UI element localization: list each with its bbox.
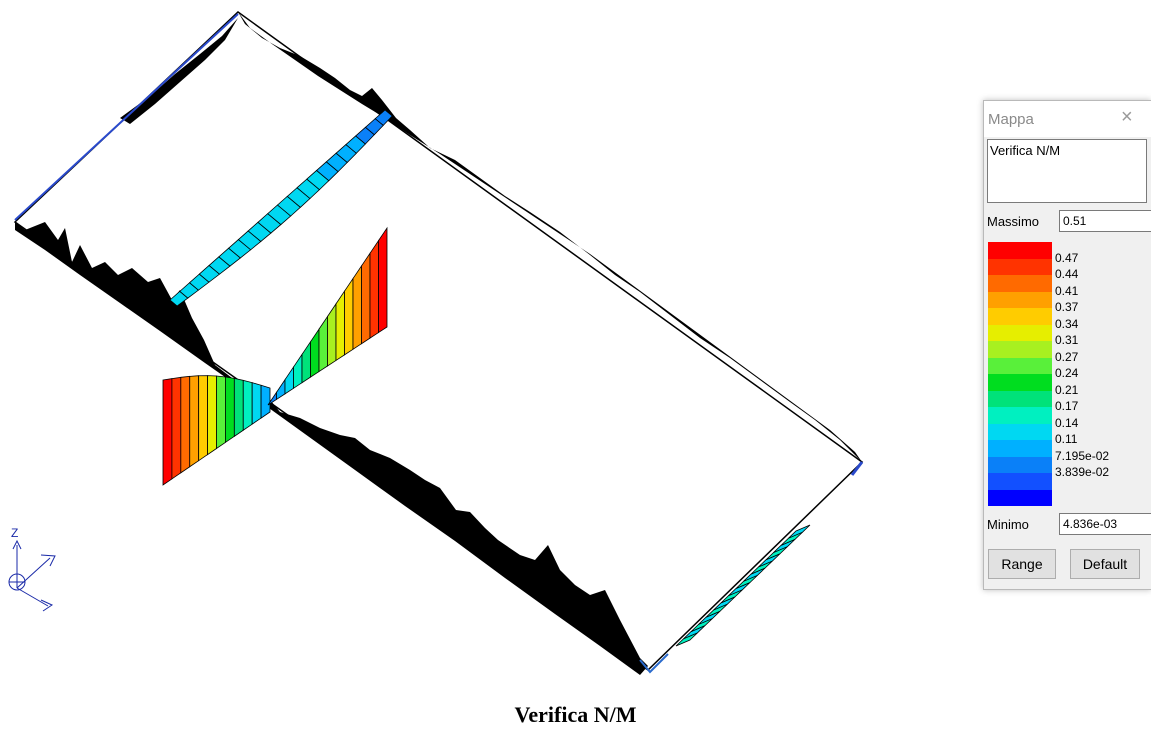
corner-strip <box>788 524 811 539</box>
plate-edge-right <box>850 461 864 476</box>
scale-band <box>988 341 1052 358</box>
diagram-strip-left <box>171 376 182 480</box>
corner-strip <box>773 539 796 553</box>
diagram-strip-right <box>301 340 311 384</box>
scale-value: 0.11 <box>1055 432 1078 446</box>
plate-edge-left <box>14 13 239 221</box>
scale-value: 0.47 <box>1055 250 1079 265</box>
diagram-strip-left <box>242 379 253 432</box>
min-value-field[interactable] <box>1059 513 1151 535</box>
scale-value: 7.195e-02 <box>1055 448 1110 463</box>
diagram-strip-right <box>318 315 328 373</box>
panel-title: Mappa <box>988 111 1034 128</box>
diagram-strip-right <box>378 226 388 334</box>
scale-value: 0.37 <box>1055 300 1079 314</box>
scale-value: 0.31 <box>1055 333 1079 347</box>
scale-value: 0.34 <box>1055 316 1079 331</box>
map-caption: Verifica N/M <box>514 702 637 727</box>
diagram-strip-left <box>162 378 173 486</box>
scale-band <box>988 308 1052 325</box>
moment-diagram-right <box>267 226 388 406</box>
diagram-strip-right <box>361 251 371 345</box>
min-label: Minimo <box>987 517 1029 532</box>
diagram-strip-left <box>260 384 271 419</box>
diagram-strip-left <box>189 375 200 468</box>
scale-band <box>988 291 1052 308</box>
diagram-strip-right <box>327 302 337 367</box>
max-label: Massimo <box>987 214 1040 229</box>
scale-band <box>988 440 1052 457</box>
close-icon[interactable]: × <box>1121 106 1133 128</box>
corner-strip <box>780 531 803 546</box>
scale-band <box>988 456 1052 473</box>
diagram-strip-left <box>180 375 191 474</box>
scale-value: 0.17 <box>1055 399 1079 413</box>
plate-corner-bottom <box>639 653 669 674</box>
deformation-fill-left-edge <box>15 222 648 675</box>
scale-value: 0.27 <box>1055 349 1079 364</box>
diagram-strip-left <box>207 375 217 456</box>
ribbon-strip <box>374 109 393 126</box>
color-scale: 0.47 0.44 0.41 0.37 0.34 0.31 0.27 0.24 0.21 0.17… <box>984 239 1151 506</box>
diagram-strip-left <box>225 376 235 444</box>
diagram-strip-right <box>293 353 303 390</box>
scale-band <box>988 407 1052 424</box>
diagram-strip-left <box>233 377 244 438</box>
legend-panel: Mappa × Verifica N/M Massimo 0.470.440.4… <box>983 100 1151 590</box>
moment-diagram-left <box>162 375 271 486</box>
diagram-strip-right <box>335 289 345 362</box>
structure-drawing: Z <box>8 11 864 675</box>
diagram-strip-right <box>276 378 286 401</box>
scale-band <box>988 374 1052 391</box>
corner-stripes <box>675 524 811 647</box>
diagram-strip-right <box>284 365 294 395</box>
scale-band <box>988 357 1052 374</box>
scale-band <box>988 489 1052 506</box>
diagram-strip-left <box>216 375 226 450</box>
scale-band <box>988 390 1052 407</box>
map-name-box[interactable]: Verifica N/M <box>987 139 1147 203</box>
diagram-strip-right <box>352 264 362 351</box>
scale-value: 0.44 <box>1055 267 1079 281</box>
structure-viewport[interactable]: Z <box>0 0 960 700</box>
scale-value: 0.21 <box>1055 382 1079 397</box>
scale-band <box>988 275 1052 292</box>
scale-band <box>988 423 1052 440</box>
axes-triad <box>8 539 56 612</box>
scale-value: 0.24 <box>1055 366 1079 380</box>
scale-band <box>988 473 1052 490</box>
diagram-strip-left <box>251 382 262 425</box>
diagram-strip-left <box>198 375 208 462</box>
axis-label-z: Z <box>11 526 18 540</box>
scale-value: 0.41 <box>1055 283 1079 298</box>
panel-titlebar[interactable]: Mappa × <box>984 101 1151 137</box>
diagram-strip-right <box>310 327 320 378</box>
scale-value: 0.14 <box>1055 415 1079 430</box>
diagram-strip-right <box>344 277 354 356</box>
scale-band <box>988 258 1052 275</box>
range-button[interactable]: Range <box>988 549 1056 579</box>
default-button[interactable]: Default <box>1070 549 1140 579</box>
diagram-strip-right <box>369 239 379 339</box>
beam-ribbon <box>169 109 393 307</box>
max-value-field[interactable] <box>1059 210 1151 232</box>
scale-value: 3.839e-02 <box>1055 465 1110 479</box>
scale-band <box>988 242 1052 259</box>
deformation-fill-left-top <box>120 18 238 124</box>
scale-band <box>988 324 1052 341</box>
